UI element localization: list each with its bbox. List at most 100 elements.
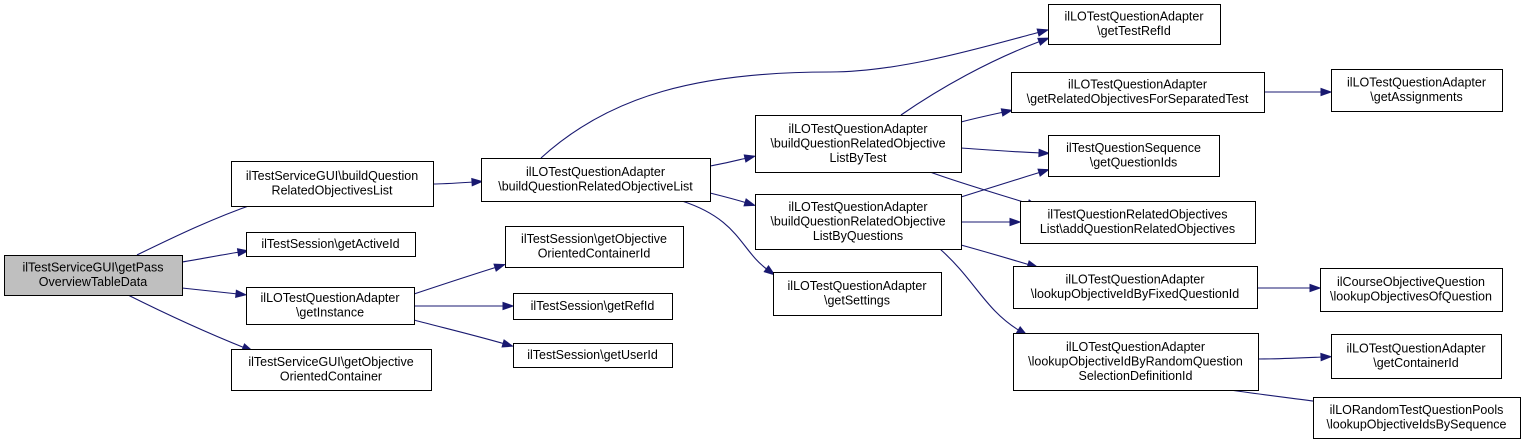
node-label-line: ilLOTestQuestionAdapter [1066, 340, 1205, 354]
edge-root-to-gaid [181, 248, 250, 263]
edge-bqrol-to-bqrl [432, 177, 484, 187]
edge-line [127, 294, 246, 349]
arrowhead [1320, 352, 1333, 362]
edge-root-to-ginst [181, 287, 248, 299]
node-blbt[interactable]: ilLOTestQuestionAdapter\buildQuestionRel… [755, 115, 962, 173]
arrowhead [1037, 37, 1050, 46]
node-label-line: \getAssignments [1370, 90, 1462, 104]
node-box [231, 349, 432, 391]
node-label-line: \lookupObjectivesOfQuestion [1330, 290, 1492, 304]
node-lobs[interactable]: ilLORandomTestQuestionPools\lookupObject… [1313, 397, 1521, 439]
node-bqrl[interactable]: ilLOTestQuestionAdapter\buildQuestionRel… [481, 158, 711, 202]
node-label-line: ilLORandomTestQuestionPools [1330, 403, 1504, 417]
node-gobjc[interactable]: ilTestServiceGUI\getObjectiveOrientedCon… [231, 349, 432, 391]
node-label-line: \lookupObjectiveIdByRandomQuestion [1028, 354, 1243, 368]
node-lfix[interactable]: ilLOTestQuestionAdapter\lookupObjectiveI… [1013, 266, 1258, 309]
node-gtri[interactable]: ilLOTestQuestionAdapter\getTestRefId [1048, 4, 1221, 45]
arrowhead [501, 339, 515, 348]
node-label-line: \getTestRefId [1097, 24, 1171, 38]
edge-line [960, 111, 1005, 123]
node-label-line: \lookupObjectiveIdsBySequence [1327, 418, 1507, 432]
node-box [513, 293, 673, 320]
arrowhead [1038, 148, 1051, 158]
node-label-line: OverviewTableData [39, 275, 147, 289]
node-label-line: ilLOTestQuestionAdapter [1347, 342, 1486, 356]
edge-bqrl-to-gset [681, 200, 776, 276]
edge-ginst-to-gocid [413, 263, 507, 295]
edge-blbq-to-gqids [960, 168, 1051, 198]
node-label-line: \getContainerId [1373, 356, 1459, 370]
node-lrnd[interactable]: ilLOTestQuestionAdapter\lookupObjectiveI… [1013, 333, 1259, 391]
node-label-line: OrientedContainerId [538, 247, 651, 261]
node-label-line: \getInstance [296, 306, 364, 320]
node-label-line: \buildQuestionRelatedObjectiveList [498, 180, 693, 194]
arrowhead [471, 177, 484, 187]
node-box [231, 161, 434, 207]
edge-line [681, 200, 769, 271]
node-label-line: ilLOTestQuestionAdapter [1347, 76, 1486, 90]
arrowhead [1320, 87, 1333, 97]
edge-line [900, 40, 1042, 116]
arrowhead [235, 289, 248, 299]
edge-ginst-to-gref [414, 301, 515, 311]
node-box [505, 226, 684, 268]
node-blbq[interactable]: ilLOTestQuestionAdapter\buildQuestionRel… [755, 194, 962, 250]
node-bqrol[interactable]: ilTestServiceGUI\buildQuestionRelatedObj… [231, 161, 434, 207]
node-label-line: ListByQuestions [813, 229, 903, 243]
node-aqro[interactable]: ilTestQuestionRelatedObjectivesList\addQ… [1020, 201, 1256, 244]
edge-line [960, 171, 1042, 198]
edge-bqrl-to-blbq [709, 192, 757, 207]
edge-blbt-to-gqids [960, 147, 1051, 158]
node-box [1013, 333, 1259, 391]
arrowhead [1000, 108, 1014, 117]
edge-line [929, 171, 1031, 205]
edge-ginst-to-guid [413, 319, 515, 348]
node-label-line: OrientedContainer [280, 370, 382, 384]
node-gasg[interactable]: ilLOTestQuestionAdapter\getAssignments [1331, 69, 1503, 112]
node-label-line: ilTestSession\getActiveId [261, 237, 399, 251]
node-gaid[interactable]: ilTestSession\getActiveId [246, 232, 416, 257]
node-box [4, 255, 183, 296]
node-label-line: SelectionDefinitionId [1079, 369, 1193, 383]
edge-line [181, 251, 241, 263]
node-box [1013, 266, 1258, 309]
node-gcid[interactable]: ilLOTestQuestionAdapter\getContainerId [1331, 334, 1502, 379]
node-gocid[interactable]: ilTestSession\getObjectiveOrientedContai… [505, 226, 684, 268]
node-label-line: ilLOTestQuestionAdapter [261, 291, 400, 305]
node-box [1331, 69, 1503, 112]
node-label-line: List\addQuestionRelatedObjectives [1040, 222, 1235, 236]
node-label-line: ilCourseObjectiveQuestion [1337, 275, 1485, 289]
node-groft[interactable]: ilLOTestQuestionAdapter\getRelatedObject… [1011, 72, 1265, 113]
node-box [755, 194, 962, 250]
edge-line [136, 201, 261, 256]
arrowhead [743, 198, 757, 207]
edge-line [1229, 389, 1321, 403]
node-box [1048, 4, 1221, 45]
edge-lrnd-to-gcid [1257, 352, 1333, 362]
node-label-line: ilTestSession\getRefId [531, 299, 655, 313]
node-label-line: ilTestSession\getUserId [527, 348, 658, 362]
edge-line [709, 157, 748, 167]
node-ginst[interactable]: ilLOTestQuestionAdapter\getInstance [246, 287, 415, 325]
node-box [1313, 397, 1521, 439]
edge-line [960, 244, 1031, 266]
edge-line [540, 31, 1041, 159]
arrowhead [1036, 28, 1050, 37]
node-guid[interactable]: ilTestSession\getUserId [513, 343, 673, 368]
node-root[interactable]: ilTestServiceGUI\getPassOverviewTableDat… [4, 255, 183, 296]
node-box [513, 343, 673, 368]
node-gset[interactable]: ilLOTestQuestionAdapter\getSettings [773, 272, 942, 316]
node-label-line: ilLOTestQuestionAdapter [1066, 273, 1205, 287]
node-lobq[interactable]: ilCourseObjectiveQuestion\lookupObjectiv… [1320, 268, 1503, 312]
node-gref[interactable]: ilTestSession\getRefId [513, 293, 673, 320]
node-label-line: ilTestSession\getObjective [521, 232, 667, 246]
nodes-layer: ilTestServiceGUI\getPassOverviewTableDat… [4, 4, 1521, 439]
edge-line [181, 287, 239, 295]
edge-root-to-gobjc [127, 294, 254, 352]
node-box [1320, 268, 1503, 312]
arrowhead [1309, 283, 1322, 293]
node-label-line: ilLOTestQuestionAdapter [1065, 10, 1204, 24]
arrowhead [236, 248, 250, 257]
node-gqids[interactable]: ilTestQuestionSequence\getQuestionIds [1048, 135, 1220, 177]
node-label-line: \buildQuestionRelatedObjective [770, 136, 945, 150]
